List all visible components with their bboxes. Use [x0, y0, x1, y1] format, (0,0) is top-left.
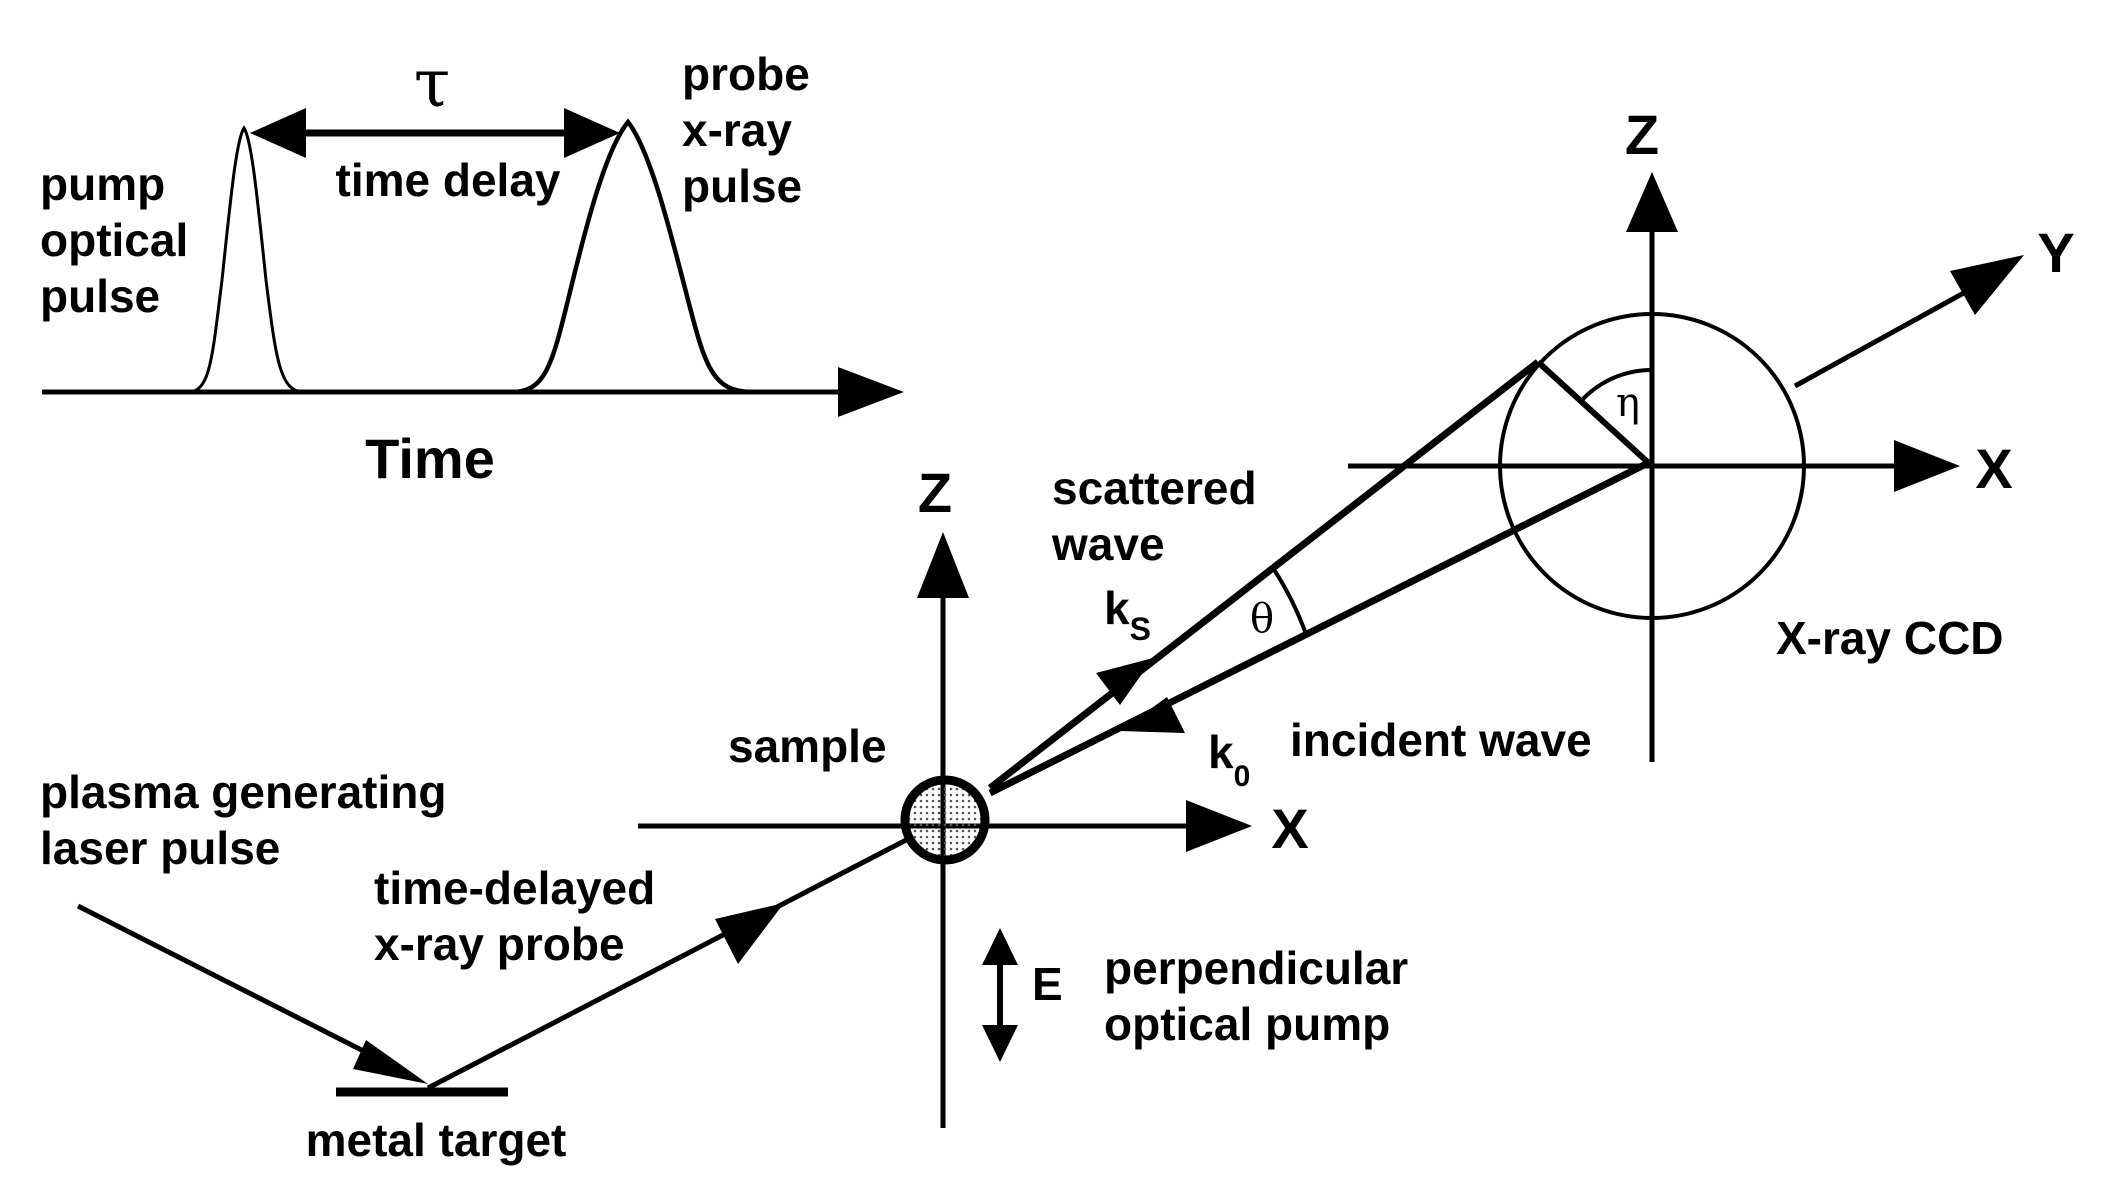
ccd-circle — [1498, 312, 1806, 620]
xray-source: plasma generating laser pulse time-delay… — [40, 766, 912, 1166]
time-delay-label: time delay — [336, 154, 561, 206]
incident-wave-label: incident wave — [1290, 714, 1592, 766]
e-field-arrowhead-up — [982, 928, 1018, 965]
plasma-laser-label: plasma generating laser pulse — [40, 766, 459, 874]
ccd-y-label: Y — [2037, 221, 2074, 284]
scattered-wave-label: scattered wave — [1051, 462, 1269, 570]
time-axis-label: Time — [365, 427, 495, 490]
xray-probe-arrowhead — [715, 903, 784, 964]
e-field-label: E — [1032, 958, 1063, 1010]
pump-pulse-curve — [187, 125, 305, 394]
probe-pulse-label: probe x-ray pulse — [682, 48, 823, 212]
sample-z-label: Z — [918, 461, 952, 524]
theta-arc — [1271, 566, 1308, 635]
laser-pulse-arrowhead — [353, 1040, 428, 1084]
xray-probe-beam — [426, 835, 912, 1091]
ccd-z-label: Z — [1625, 103, 1659, 166]
ccd-x-arrowhead — [1894, 440, 1960, 492]
xray-ccd-label: X-ray CCD — [1776, 612, 2004, 664]
sample-disc — [900, 775, 990, 865]
sample-frame: sample Z X E perpendicular optical pump — [638, 461, 1421, 1128]
incident-wave-ray — [988, 458, 1652, 797]
laser-pulse-beam — [76, 903, 397, 1070]
probe-pulse-curve — [511, 118, 753, 395]
ks-arrowhead — [1096, 658, 1153, 705]
ks-label: kS — [1104, 582, 1151, 647]
time-delay-arrowhead-right — [564, 108, 620, 158]
metal-target-label: metal target — [306, 1114, 567, 1166]
pump-pulse-label: pump optical pulse — [40, 158, 201, 322]
optical-pump-label: perpendicular optical pump — [1104, 942, 1421, 1050]
scattering-geometry: θ scattered wave kS k0 incident wave — [987, 359, 1652, 797]
eta-symbol: η — [1616, 380, 1640, 426]
scattered-wave-ray — [987, 359, 1541, 791]
ccd-y-arrowhead — [1950, 255, 2024, 315]
sample-x-arrowhead — [1186, 800, 1252, 852]
sample-z-arrowhead — [917, 532, 969, 598]
e-field-arrowhead-down — [982, 1025, 1018, 1062]
detector-frame: η Z X Y X-ray CCD — [1348, 103, 2075, 762]
sample-label: sample — [728, 720, 887, 772]
timing-panel: τ time delay pump optical pulse probe x-… — [40, 45, 904, 490]
xray-probe-label: time-delayed x-ray probe — [374, 862, 668, 970]
eta-radius — [1535, 359, 1655, 469]
time-axis-arrowhead — [838, 367, 904, 417]
ccd-y-axis — [1793, 281, 1982, 389]
tau-symbol: τ — [414, 45, 451, 122]
time-delay-arrowhead-left — [250, 108, 306, 158]
theta-symbol: θ — [1250, 596, 1274, 642]
eta-arc — [1579, 367, 1653, 403]
k0-label: k0 — [1208, 726, 1250, 793]
sample-x-label: X — [1271, 797, 1308, 860]
ccd-x-label: X — [1975, 437, 2012, 500]
k0-arrowhead — [1120, 697, 1185, 733]
ccd-z-arrowhead — [1626, 172, 1678, 232]
